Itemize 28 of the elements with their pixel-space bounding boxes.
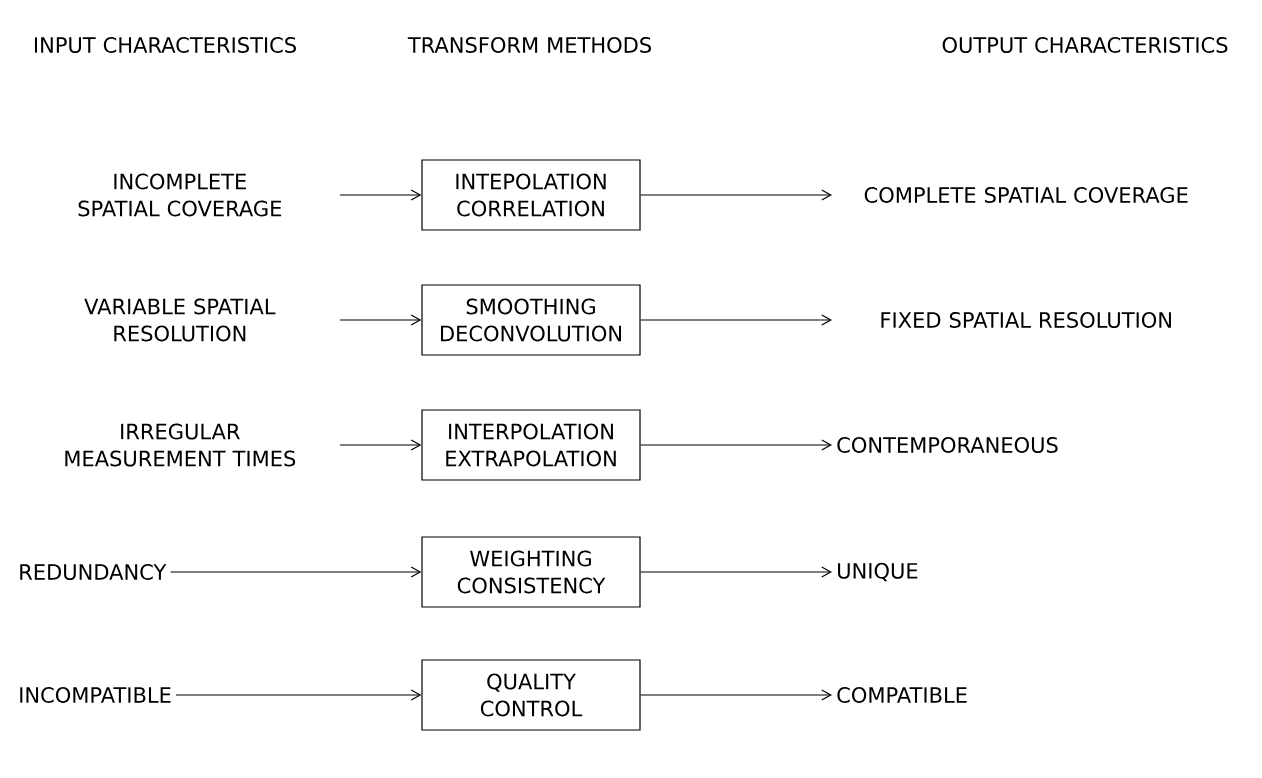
method-box: QUALITY CONTROL — [421, 659, 641, 731]
arrow — [640, 689, 832, 701]
input-label: INCOMPLETE SPATIAL COVERAGE — [78, 173, 282, 217]
column-heading: OUTPUT CHARACTERISTICS — [942, 37, 1228, 53]
output-label: CONTEMPORANEOUS — [837, 437, 1058, 453]
method-box: INTEPOLATION CORRELATION — [421, 159, 641, 231]
arrow — [339, 314, 422, 326]
input-label: INCOMPATIBLE — [20, 687, 171, 703]
output-label: FIXED SPATIAL RESOLUTION — [881, 312, 1171, 328]
input-label: VARIABLE SPATIAL RESOLUTION — [84, 298, 276, 342]
output-label: UNIQUE — [838, 562, 918, 582]
output-label: COMPLETE SPATIAL COVERAGE — [864, 187, 1188, 203]
arrow — [640, 566, 832, 578]
method-box: INTERPOLATION EXTRAPOLATION — [421, 409, 641, 481]
arrow — [640, 189, 832, 201]
arrow — [169, 566, 422, 578]
method-box: SMOOTHING DECONVOLUTION — [421, 284, 641, 356]
arrow — [339, 189, 422, 201]
method-box: WEIGHTING CONSISTENCY — [421, 536, 641, 608]
arrow — [640, 439, 832, 451]
output-label: COMPATIBLE — [837, 687, 967, 703]
input-label: REDUNDANCY — [20, 564, 167, 580]
arrow — [640, 314, 832, 326]
input-label: IRREGULAR MEASUREMENT TIMES — [65, 423, 296, 467]
column-heading: INPUT CHARACTERISTICS — [34, 37, 296, 53]
column-heading: TRANSFORM METHODS — [407, 37, 651, 53]
arrow — [339, 439, 422, 451]
arrow — [175, 689, 422, 701]
